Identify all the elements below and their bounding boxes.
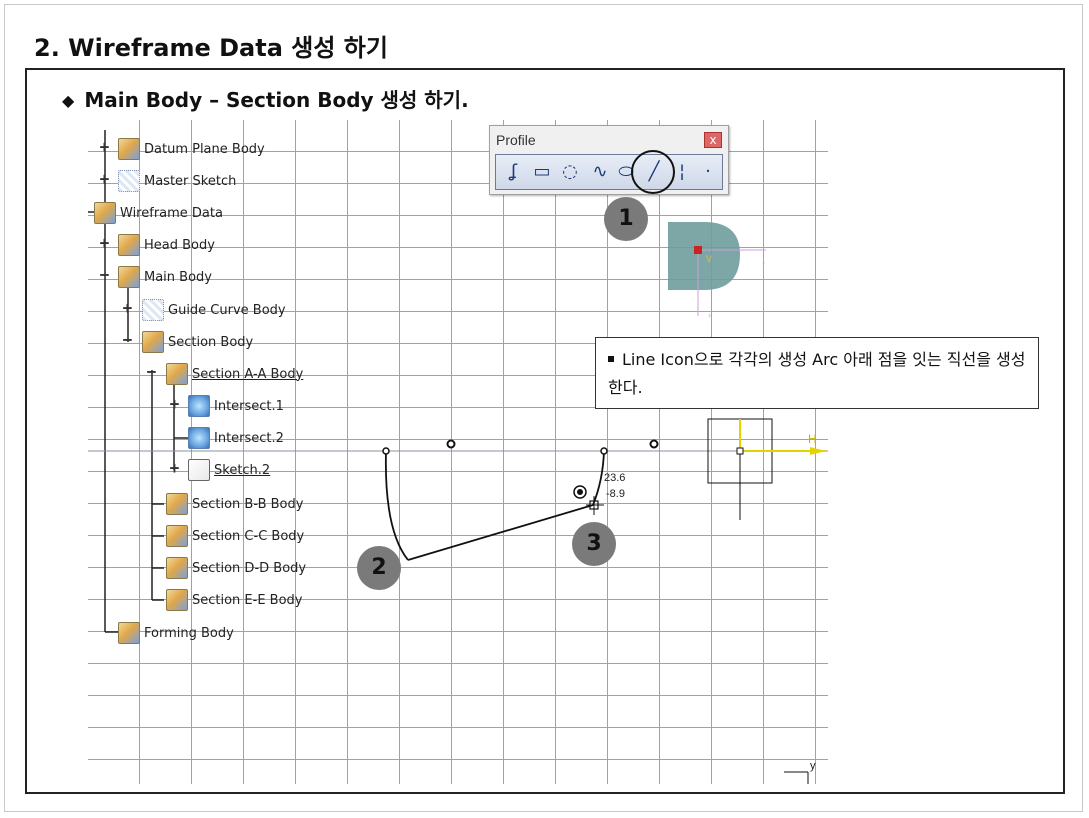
section-title: ◆ Main Body – Section Body 생성 하기.	[62, 84, 469, 113]
line-icon-highlight-circle	[631, 150, 675, 194]
tree-item-label: Forming Body	[144, 625, 234, 641]
square-bullet-icon	[608, 356, 614, 362]
tree-item-intersect-2[interactable]: Intersect.2	[188, 426, 284, 450]
tree-item-datum-plane-body[interactable]: Datum Plane Body	[118, 137, 265, 161]
tree-item-main-body[interactable]: Main Body	[118, 265, 212, 289]
body-icon	[166, 589, 188, 611]
spline-icon[interactable]: ∿	[592, 161, 608, 182]
body-icon	[94, 202, 116, 224]
profile-icon[interactable]: ʆ	[510, 161, 518, 182]
expand-plus-icon[interactable]: +	[169, 394, 180, 413]
body-icon	[142, 331, 164, 353]
note-text: Line Icon으로 각각의 생성 Arc 아래 점을 잇는 직선을 생성 한…	[608, 350, 1026, 397]
sketch-icon	[188, 459, 210, 481]
expand-plus-icon[interactable]: +	[99, 137, 110, 156]
body-icon	[142, 299, 164, 321]
tree-item-label: Guide Curve Body	[168, 302, 286, 318]
tree-item-label: Section E-E Body	[192, 592, 303, 608]
tree-item-label: Intersect.2	[214, 430, 284, 446]
tree-item-label: Head Body	[144, 237, 215, 253]
body-icon	[166, 525, 188, 547]
page-title: 2. Wireframe Data 생성 하기	[34, 34, 388, 62]
tree-item-head-body[interactable]: Head Body	[118, 233, 215, 257]
body-icon	[118, 170, 140, 192]
section-title-text: Main Body – Section Body 생성 하기.	[84, 88, 469, 112]
tree-item-forming-body[interactable]: Forming Body	[118, 621, 234, 645]
point-icon[interactable]: ·	[705, 161, 711, 182]
close-icon[interactable]: x	[704, 132, 722, 148]
body-icon	[118, 622, 140, 644]
svg-text:›: ›	[762, 258, 765, 268]
tree-item-section-dd-body[interactable]: Section D-D Body	[166, 556, 306, 580]
tree-item-section-bb-body[interactable]: Section B-B Body	[166, 492, 303, 516]
body-icon	[166, 363, 188, 385]
tree-item-section-ee-body[interactable]: Section E-E Body	[166, 588, 303, 612]
intersect-icon	[188, 427, 210, 449]
expand-plus-icon[interactable]: +	[99, 233, 110, 252]
tree-item-master-sketch[interactable]: Master Sketch	[118, 169, 236, 193]
toolbar-title: Profile	[496, 132, 536, 148]
tree-item-label: Intersect.1	[214, 398, 284, 414]
svg-text:›: ›	[708, 310, 711, 320]
tree-item-label: Section C-C Body	[192, 528, 305, 544]
expand-plus-icon[interactable]: +	[99, 169, 110, 188]
tree-item-section-aa-body[interactable]: Section A-A Body	[166, 362, 303, 386]
collapse-minus-icon[interactable]: −	[122, 330, 133, 349]
tree-item-guide-curve-body[interactable]: Guide Curve Body	[142, 298, 286, 322]
tree-item-label: Section D-D Body	[192, 560, 307, 576]
y-axis-label: y	[810, 760, 816, 772]
compass-v-label: V	[706, 254, 712, 264]
tree-item-wireframe-data[interactable]: Wireframe Data	[94, 201, 223, 225]
callout-2: 2	[357, 546, 401, 590]
body-icon	[166, 493, 188, 515]
circle-icon[interactable]: ◌	[562, 161, 578, 182]
dimension-value-2: -8.9	[606, 488, 625, 500]
arc-right	[592, 450, 605, 506]
created-line	[407, 504, 594, 561]
orientation-compass[interactable]: V › ›	[662, 220, 772, 320]
body-icon	[118, 234, 140, 256]
tree-item-intersect-1[interactable]: Intersect.1	[188, 394, 284, 418]
body-icon	[118, 138, 140, 160]
body-icon	[118, 266, 140, 288]
ellipse-icon[interactable]: ⬭	[618, 161, 634, 182]
tree-item-label: Wireframe Data	[120, 205, 223, 221]
tree-item-label: Section B-B Body	[192, 496, 304, 512]
tree-item-section-body[interactable]: Section Body	[142, 330, 253, 354]
collapse-minus-icon[interactable]: −	[99, 265, 110, 284]
body-icon	[166, 557, 188, 579]
axis-icon[interactable]: ¦	[678, 161, 686, 182]
tree-item-label: Master Sketch	[144, 173, 237, 189]
tree-item-label: Section Body	[168, 334, 254, 350]
expand-plus-icon[interactable]: +	[122, 298, 133, 317]
callout-3: 3	[572, 522, 616, 566]
rectangle-icon[interactable]: ▭	[533, 161, 551, 182]
instruction-note: Line Icon으로 각각의 생성 Arc 아래 점을 잇는 직선을 생성 한…	[595, 337, 1039, 409]
diamond-bullet-icon: ◆	[62, 91, 75, 110]
tree-item-label: Datum Plane Body	[144, 141, 265, 157]
tree-item-label: Section A-A Body	[192, 366, 304, 382]
h-axis-label: H	[808, 432, 817, 446]
arc-left	[384, 450, 409, 561]
tree-item-label: Sketch.2	[214, 462, 271, 478]
dimension-value-1: 23.6	[604, 472, 626, 484]
tree-item-section-cc-body[interactable]: Section C-C Body	[166, 524, 304, 548]
line-icon[interactable]: ╱	[648, 161, 660, 182]
callout-1: 1	[604, 197, 648, 241]
expand-plus-icon[interactable]: +	[169, 458, 180, 477]
tree-item-label: Main Body	[144, 269, 212, 285]
toolbar-buttons: ʆ ▭ ◌ ∿ ⬭ ╱ ¦ ·	[495, 154, 723, 190]
collapse-minus-icon[interactable]: −	[146, 362, 157, 381]
tree-item-sketch-2[interactable]: Sketch.2	[188, 458, 270, 482]
intersect-icon	[188, 395, 210, 417]
profile-toolbar[interactable]: Profile x ʆ ▭ ◌ ∿ ⬭ ╱ ¦ ·	[489, 125, 729, 195]
